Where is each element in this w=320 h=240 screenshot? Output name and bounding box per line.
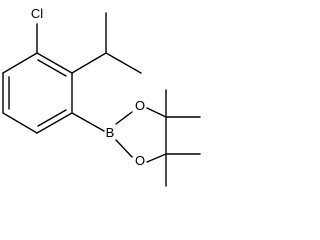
oxygen-bottom-atom-label: O [135, 153, 145, 168]
chlorine-atom-label: Cl [31, 6, 43, 21]
ring-inner-double-bond-top [37, 59, 67, 77]
bond-oxygen-bottom-carbon [146, 153, 167, 163]
boron-atom-label: B [106, 125, 115, 140]
isopropyl-group [71, 12, 142, 74]
chemical-structure: Cl B O O [2, 6, 201, 187]
bond-ring-boron [71, 112, 105, 132]
bond-isopropyl-methyl-right [105, 52, 142, 74]
benzene-ring [2, 52, 73, 134]
bond-oxygen-top-carbon [146, 107, 167, 118]
bond-ring-isopropyl [71, 52, 107, 74]
ring-bond-c3-c4 [36, 112, 73, 134]
bond-boron-oxygen-bottom [115, 139, 133, 158]
bond-boron-oxygen-top [115, 111, 133, 125]
oxygen-top-atom-label: O [135, 98, 145, 113]
pinacol-boronate-ring [115, 89, 201, 187]
ring-inner-double-bond-bottom [37, 109, 67, 127]
ring-bond-c1-c2 [36, 52, 73, 74]
ring-bond-c6-c1 [2, 52, 38, 74]
ring-bond-c4-c5 [2, 112, 38, 134]
